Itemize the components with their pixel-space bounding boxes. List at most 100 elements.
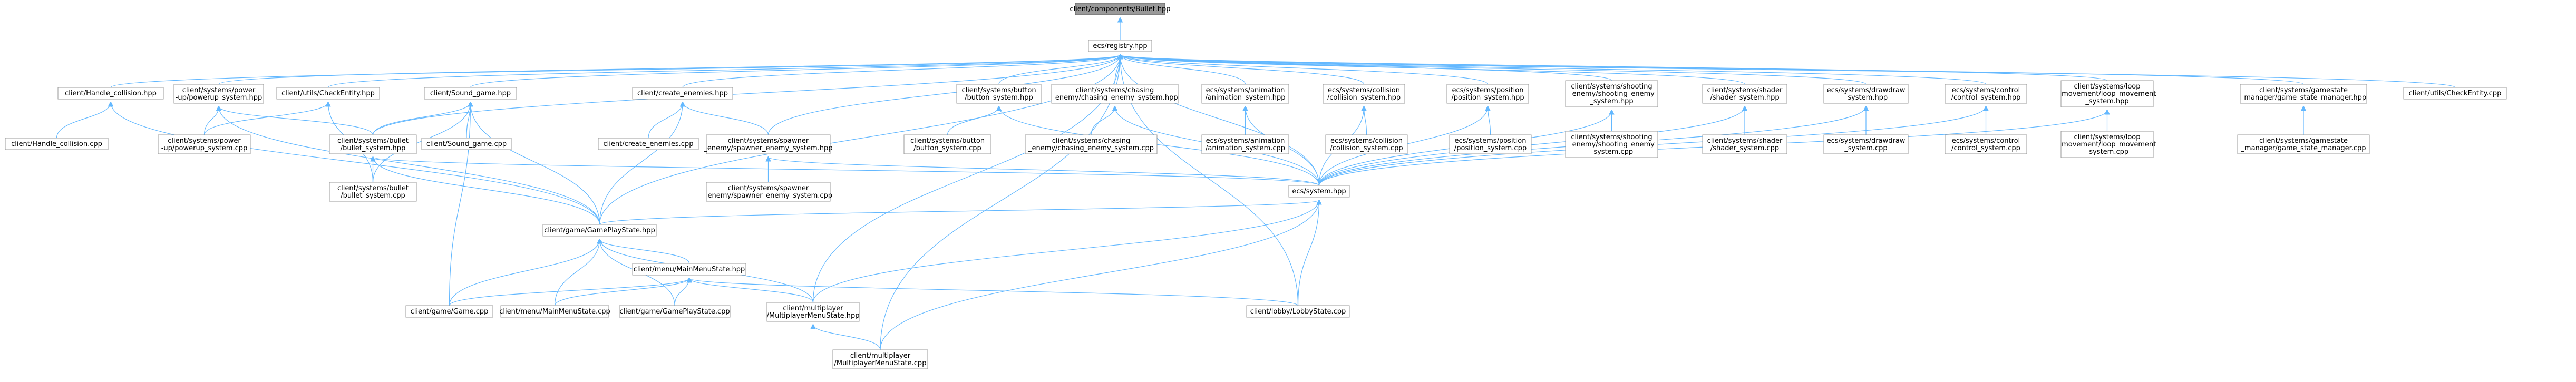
edge-create_enemies_hpp-to-gameplaystate_hpp (599, 102, 683, 225)
node-label: client/Handle_collision.cpp (11, 140, 102, 148)
edge-bullet_system_hpp-to-gameplaystate_hpp (373, 157, 600, 225)
node-box (2403, 87, 2507, 100)
node-box (1446, 84, 1529, 104)
edge-sound_game_hpp-to-bullet_system_hpp (372, 102, 471, 135)
node-label: /button_system.cpp (913, 144, 981, 152)
file-node-collision-hpp[interactable]: ecs/systems/collision/collision_system.h… (1323, 84, 1405, 104)
node-label: client/game/GamePlayState.cpp (619, 308, 730, 316)
file-node-animation-cpp[interactable]: ecs/systems/animation/animation_system.c… (1201, 134, 1289, 154)
file-node-sound-game-hpp[interactable]: client/Sound_game.hpp (424, 87, 517, 100)
file-node-mainmenu-hpp[interactable]: client/menu/MainMenuState.hpp (632, 263, 746, 276)
edge-mainmenu_hpp-to-lobby_cpp (689, 278, 1299, 306)
file-node-powerup-hpp[interactable]: client/systems/power-up/powerup_system.h… (173, 84, 264, 104)
file-node-bullet-system-hpp[interactable]: client/systems/bullet/bullet_system.hpp (329, 134, 417, 154)
file-node-checkentity-hpp-b[interactable]: client/utils/CheckEntity.cpp (2403, 87, 2507, 100)
file-node-shader-cpp[interactable]: client/systems/shader/shader_system.cpp (1702, 134, 1787, 154)
file-node-position-hpp[interactable]: ecs/systems/position/position_system.hpp (1446, 84, 1529, 104)
file-node-shooting-cpp[interactable]: client/systems/shooting_enemy/shooting_e… (1565, 131, 1658, 158)
node-label: _manager/game_state_manager.hpp (2240, 94, 2366, 102)
node-box (1325, 134, 1408, 154)
node-label: client/create_enemies.cpp (604, 140, 694, 148)
file-node-collision-cpp[interactable]: ecs/systems/collision/collision_system.c… (1325, 134, 1408, 154)
file-node-drawdraw-hpp[interactable]: ecs/systems/drawdraw_system.hpp (1823, 84, 1909, 104)
node-label: client/utils/CheckEntity.cpp (2409, 90, 2502, 97)
file-node-loop-hpp[interactable]: client/systems/loop_movement/loop_moveme… (2058, 80, 2156, 107)
file-node-animation-hpp[interactable]: ecs/systems/animation/animation_system.h… (1201, 84, 1289, 104)
file-node-create-enemies-hpp[interactable]: client/create_enemies.hpp (632, 87, 733, 100)
node-box (1288, 185, 1350, 198)
node-box (1088, 40, 1152, 52)
file-node-gsm-hpp[interactable]: client/systems/gamestate_manager/game_st… (2240, 84, 2367, 104)
file-node-gsm-cpp[interactable]: client/systems/gamestate_manager/game_st… (2237, 134, 2370, 154)
file-node-chasing-cpp[interactable]: client/systems/chasing_enemy/chasing_ene… (1025, 134, 1158, 154)
node-box (500, 305, 609, 318)
file-node-button-hpp[interactable]: client/systems/button/button_system.hpp (956, 84, 1042, 104)
node-label: _system.cpp (2085, 148, 2128, 156)
edge-registry-to-animation_hpp (1120, 55, 1246, 85)
file-node-sound-game-cpp[interactable]: client/Sound_game.cpp (421, 138, 512, 150)
file-node-button-cpp[interactable]: client/systems/button/button_system.cpp (903, 134, 991, 154)
node-box (832, 349, 928, 369)
file-node-position-cpp[interactable]: ecs/systems/position/position_system.cpp (1449, 134, 1532, 154)
file-node-loop-cpp[interactable]: client/systems/loop_movement/loop_moveme… (2058, 131, 2156, 158)
node-label: /MultiplayerMenuState.cpp (834, 359, 927, 367)
node-box (1201, 84, 1289, 104)
file-node-registry[interactable]: ecs/registry.hpp (1088, 40, 1152, 52)
node-box (1565, 131, 1658, 158)
file-node-multiplayer-hpp[interactable]: client/multiplayer/MultiplayerMenuState.… (766, 302, 860, 322)
node-box (158, 134, 251, 154)
file-node-handle-collision-cpp[interactable]: client/Handle_collision.cpp (5, 138, 109, 150)
node-box (619, 305, 731, 318)
node-box (598, 138, 699, 150)
file-node-handle-collision-hpp[interactable]: client/Handle_collision.hpp (57, 87, 164, 100)
node-box (1323, 84, 1405, 104)
node-box (421, 138, 512, 150)
node-label: ecs/systems/collision (1328, 86, 1400, 94)
file-node-system-hpp[interactable]: ecs/system.hpp (1288, 185, 1350, 198)
file-node-control-cpp[interactable]: ecs/systems/control/control_system.cpp (1945, 134, 2027, 154)
file-node-game-cpp[interactable]: client/game/Game.cpp (405, 305, 493, 318)
node-label: client/systems/chasing (1052, 137, 1130, 145)
node-box (903, 134, 991, 154)
node-label: ecs/systems/drawdraw (1827, 137, 1906, 145)
edge-powerup_hpp-to-powerup_cpp (203, 106, 219, 135)
node-label: client/systems/shader (1707, 137, 1783, 145)
file-node-spawner-hpp[interactable]: client/systems/spawner_enemy/spawner_ene… (703, 134, 833, 154)
file-node-control-hpp[interactable]: ecs/systems/control/control_system.hpp (1945, 84, 2027, 104)
node-label: client/systems/loop (2074, 83, 2140, 91)
node-box (1201, 134, 1289, 154)
edge-chasing_hpp-to-chasing_cpp (1091, 106, 1115, 135)
node-label: ecs/systems/position (1455, 137, 1527, 145)
file-node-shooting-hpp[interactable]: client/systems/shooting_enemy/shooting_e… (1565, 80, 1658, 107)
file-node-bullet-system-cpp[interactable]: client/systems/bullet/bullet_system.cpp (329, 182, 417, 202)
edge-registry-to-position_hpp (1120, 55, 1489, 85)
edge-handle_collision_hpp-to-gameplaystate_hpp (111, 102, 600, 225)
node-box (1702, 84, 1787, 104)
file-node-multiplayer-cpp[interactable]: client/multiplayer/MultiplayerMenuState.… (832, 349, 928, 369)
node-box (5, 138, 109, 150)
node-box (173, 84, 264, 104)
edge-create_enemies_hpp-to-spawner_hpp (683, 102, 769, 135)
file-node-chasing-hpp[interactable]: client/systems/chasing_enemy/chasing_ene… (1051, 84, 1179, 104)
file-node-mainmenu-cpp[interactable]: client/menu/MainMenuState.cpp (499, 305, 610, 318)
file-node-shader-hpp[interactable]: client/systems/shader/shader_system.hpp (1702, 84, 1787, 104)
file-node-create-enemies-cpp[interactable]: client/create_enemies.cpp (598, 138, 699, 150)
file-node-powerup-cpp[interactable]: client/systems/power-up/powerup_system.c… (158, 134, 251, 154)
edge-sound_game_hpp-to-gameplaystate_hpp (471, 102, 600, 225)
node-label: -up/powerup_system.cpp (161, 144, 248, 152)
node-label: client/Handle_collision.hpp (65, 90, 157, 97)
file-node-drawdraw-cpp[interactable]: ecs/systems/drawdraw_system.cpp (1823, 134, 1909, 154)
file-node-gameplaystate-cpp[interactable]: client/game/GamePlayState.cpp (619, 305, 731, 318)
edge-registry-to-checkentity_hpp_b (1120, 55, 2456, 88)
node-label: /bullet_system.hpp (341, 144, 406, 152)
node-label: ecs/system.hpp (1292, 188, 1346, 195)
file-node-checkentity-hpp-a[interactable]: client/utils/CheckEntity.hpp (276, 87, 380, 100)
file-node-spawner-cpp[interactable]: client/systems/spawner_enemy/spawner_ene… (704, 182, 832, 202)
edge-registry-to-spawner_hpp (767, 55, 1121, 135)
node-label: client/systems/spawner (728, 184, 809, 192)
edge-create_enemies_hpp-to-create_enemies_cpp (648, 102, 683, 139)
file-node-gameplaystate-hpp[interactable]: client/game/GamePlayState.hpp (542, 224, 657, 237)
node-box (2240, 84, 2367, 104)
file-node-lobby-cpp[interactable]: client/lobby/LobbyState.cpp (1246, 305, 1350, 318)
node-label: _enemy/chasing_enemy_system.cpp (1028, 144, 1154, 152)
